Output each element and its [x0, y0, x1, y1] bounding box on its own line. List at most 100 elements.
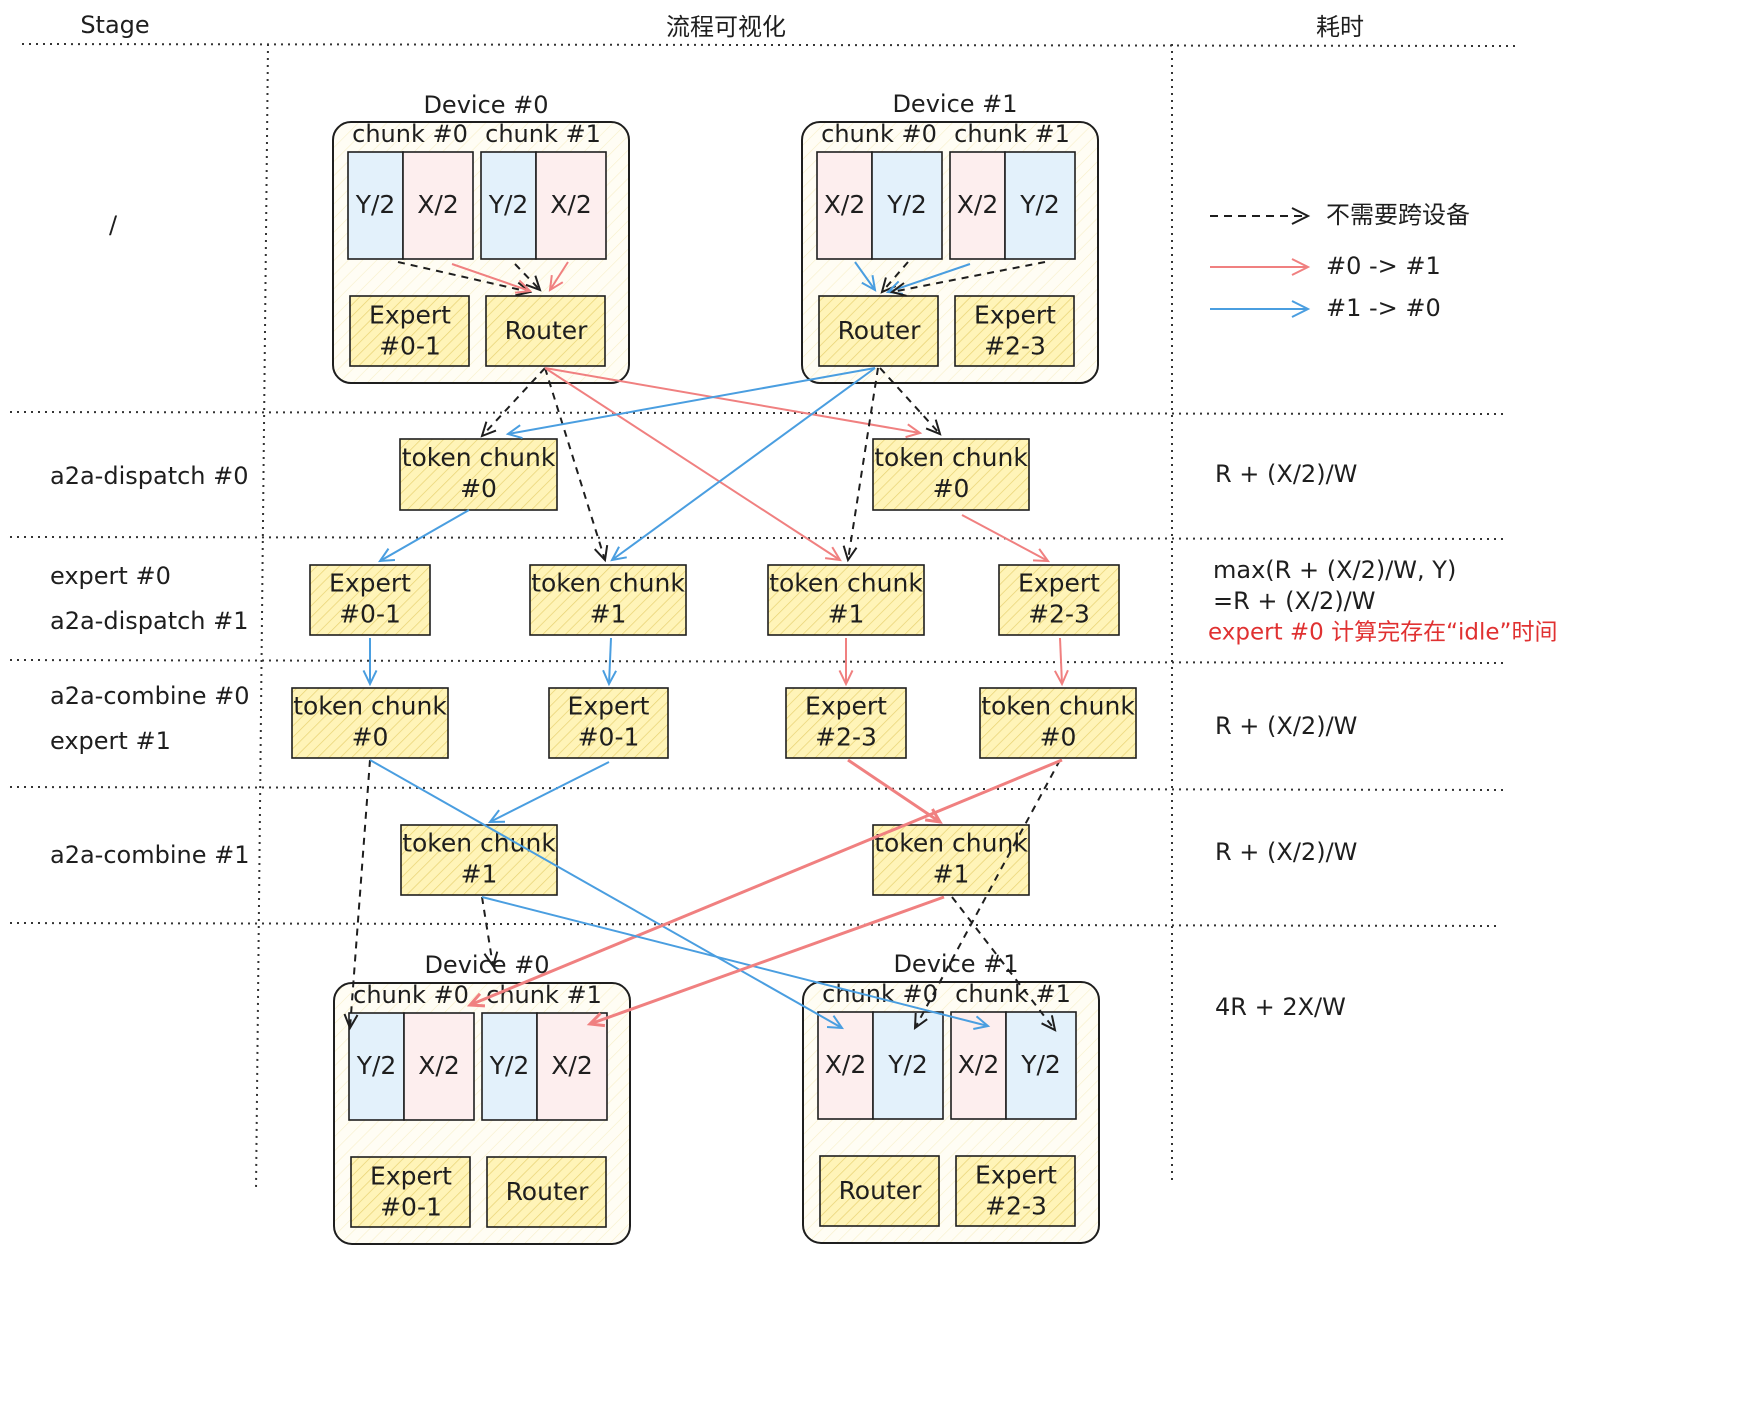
arrowhead [838, 670, 854, 687]
chunk-label: chunk #1 [485, 120, 601, 148]
chunk-cell-y [481, 1012, 538, 1121]
chunk-label: chunk #1 [954, 120, 1070, 148]
row-divider [9, 922, 1501, 927]
flow-box-label: #1 [828, 600, 865, 629]
device-module-label: Expert [370, 1162, 452, 1191]
time-label: 4R + 2X/W [1215, 993, 1346, 1021]
flow-box-combine1-dev0: token chunk#1 [400, 824, 558, 896]
flow-box-frame [872, 438, 1030, 511]
arrow-line [489, 761, 610, 823]
chunk-cell-y [871, 151, 943, 260]
device-title: Device #1 [892, 90, 1017, 118]
chunk-cell-label: X/2 [824, 190, 865, 219]
flow-box-label: token chunk [402, 443, 556, 472]
device-title: Device #0 [423, 91, 548, 119]
arrow-line [1059, 637, 1063, 685]
flow-box-label: token chunk [769, 569, 923, 598]
arrow-line [887, 263, 971, 293]
chunk-label: chunk #0 [352, 120, 468, 148]
flow-box-dispatch0-dev0: token chunk#0 [399, 438, 558, 511]
chunk-cell-y [1004, 151, 1076, 260]
device-title: Device #1 [893, 950, 1018, 978]
flow-box-s3-expert23: Expert#2-3 [785, 687, 907, 759]
device-module-label: Expert [974, 301, 1056, 330]
arrowhead [483, 951, 499, 969]
arrow-line [881, 261, 909, 293]
device-module-label: Expert [369, 301, 451, 330]
arrowhead [889, 282, 907, 297]
arrow-line [507, 367, 876, 435]
flow-box-label: token chunk [874, 443, 1028, 472]
flow-box-frame [529, 564, 687, 636]
device-module-label: #2-3 [985, 1192, 1047, 1221]
arrow-line [608, 637, 612, 685]
legend-arrowhead [1291, 258, 1311, 276]
arrowhead [1032, 548, 1051, 563]
arrowhead [466, 992, 486, 1008]
device-module-box [955, 1155, 1076, 1227]
chunk-cell-x [403, 1012, 475, 1121]
legend-label: #1 -> #0 [1326, 294, 1441, 322]
arrowhead [905, 423, 923, 439]
time-label: R + (X/2)/W [1215, 838, 1357, 866]
flow-box-s2-token1-dev1: token chunk#1 [767, 564, 925, 636]
chunk-cell-x [817, 1011, 874, 1120]
chunk-label: chunk #0 [821, 120, 937, 148]
arrow-line [514, 263, 541, 291]
chunk-cell-x [535, 151, 607, 260]
flow-box-label: #0 [460, 474, 497, 503]
column-divider [255, 43, 269, 1191]
arrowhead [548, 274, 564, 292]
chunk-cell-label: Y/2 [488, 190, 529, 219]
device-module-label: #2-3 [984, 332, 1046, 361]
flow-box-frame [998, 564, 1120, 636]
arrow-line [951, 896, 1056, 1031]
header-time: 耗时 [1316, 13, 1364, 41]
flow-box-frame [767, 564, 925, 636]
chunk-cell-label: Y/2 [886, 190, 927, 219]
flow-box-frame [291, 687, 449, 759]
chunk-cell-x [402, 151, 474, 260]
arrowhead [842, 545, 858, 563]
chunk-cell-label: Y/2 [1019, 190, 1060, 219]
flow-box-label: #1 [590, 600, 627, 629]
header-flow: 流程可视化 [666, 13, 786, 41]
flow-box-label: #0 [933, 474, 970, 503]
arrowhead [487, 809, 506, 824]
chunk-cell-x [536, 1012, 608, 1121]
flow-box-frame [785, 687, 907, 759]
arrowhead [1041, 1015, 1057, 1032]
arrowhead [602, 669, 617, 687]
flow-box-dispatch0-dev1: token chunk#0 [872, 438, 1030, 511]
flow-box-s3-expert01: Expert#0-1 [548, 687, 669, 759]
device-module-box [818, 295, 939, 367]
row-divider [9, 786, 1506, 791]
chunk-cell-label: X/2 [825, 1050, 866, 1079]
row-divider [9, 536, 1506, 540]
flow-box-label: #1 [461, 860, 498, 889]
arrow-line [549, 261, 569, 291]
flow-box-label: token chunk [293, 692, 447, 721]
chunk-cell-label: Y/2 [489, 1051, 530, 1080]
arrowhead [586, 1012, 606, 1028]
chunk-label: chunk #1 [955, 980, 1071, 1008]
flow-box-label: token chunk [531, 569, 685, 598]
arrowhead [525, 275, 542, 292]
arrow-line [854, 261, 876, 291]
stage-label: a2a-dispatch #1 [50, 607, 249, 635]
chunk-cell-y [347, 151, 404, 260]
flow-box-label: Expert [1018, 569, 1100, 598]
device-module-box [485, 295, 606, 367]
time-label: R + (X/2)/W [1215, 712, 1357, 740]
stage-label: / [109, 211, 118, 239]
flow-box-frame [548, 687, 669, 759]
arrowhead [343, 1013, 359, 1031]
flow-box-label: #0-1 [339, 600, 401, 629]
chunk-cell-label: X/2 [417, 190, 458, 219]
chunk-label: chunk #0 [353, 981, 469, 1009]
device-title: Device #0 [424, 951, 549, 979]
